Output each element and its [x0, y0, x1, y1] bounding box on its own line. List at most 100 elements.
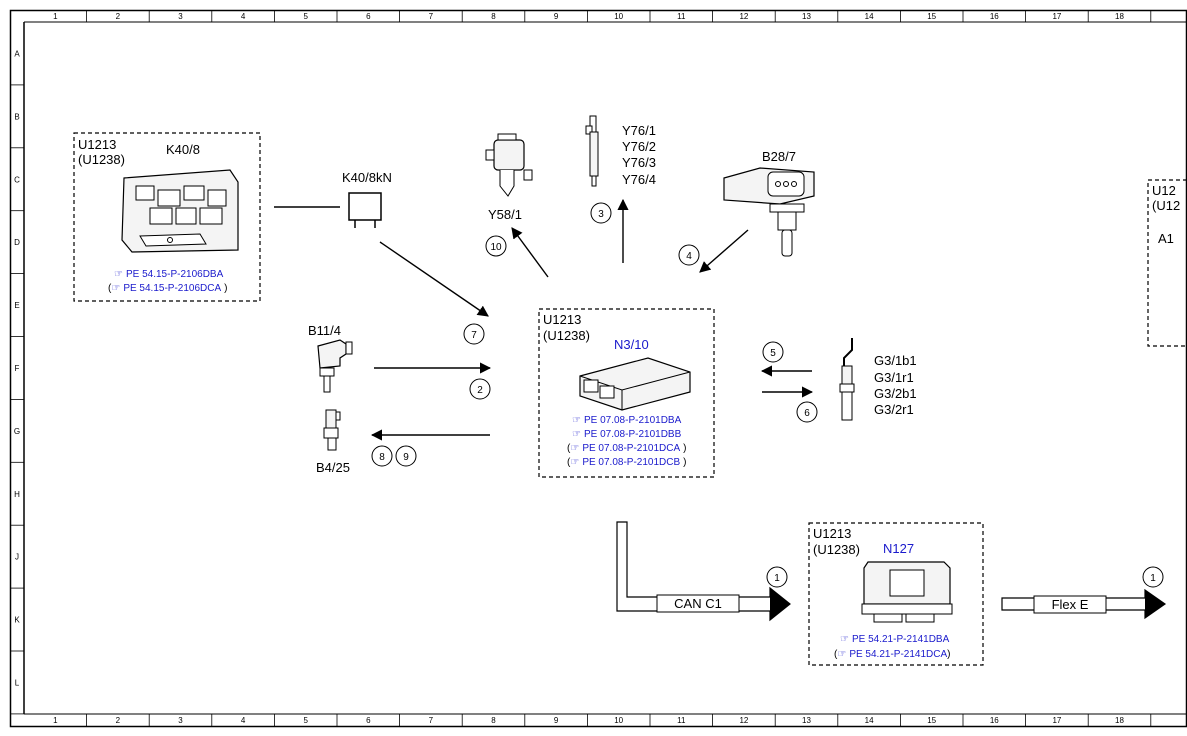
grid-column-15: 15: [927, 12, 936, 21]
signal-numbers: 1 2 3 4 5 6 7 8 9 10 1: [371, 202, 1164, 588]
grid-column-17: 17: [1052, 12, 1061, 21]
grid-row-E: E: [14, 301, 19, 310]
grid-column-17: 17: [1052, 716, 1061, 725]
fuel-pressure-sensor-icon: [323, 409, 341, 451]
grid-column-16: 16: [990, 12, 999, 21]
grid-column-8: 8: [491, 716, 496, 725]
right-partial-dashed-box: [1147, 179, 1187, 347]
svg-text:4: 4: [686, 251, 692, 262]
signal-2: 2: [469, 378, 491, 400]
flex-e-label: Flex E: [1052, 597, 1089, 612]
svg-text:6: 6: [804, 408, 810, 419]
svg-text:9: 9: [403, 452, 409, 463]
g3-1b1-label: G3/1b1: [874, 353, 917, 368]
right-partial-group: U12 (U12 A1: [1147, 179, 1187, 347]
grid-column-2: 2: [116, 12, 121, 21]
n127-ref-1[interactable]: ☞PE 54.21-P-2141DBA: [840, 634, 950, 645]
signal-3: 3: [590, 202, 612, 224]
grid-column-14: 14: [865, 716, 874, 725]
grid-column-8: 8: [491, 12, 496, 21]
manual-hand-icon: ☞: [837, 649, 846, 660]
g3-2r1-label: G3/2r1: [874, 402, 914, 417]
grid-column-4: 4: [241, 12, 246, 21]
arrow-ecu-to-y58: [511, 227, 549, 278]
grid-row-K: K: [14, 616, 20, 625]
signal-1a: 1: [766, 566, 788, 588]
grid-row-F: F: [15, 364, 20, 373]
svg-text:3: 3: [598, 209, 604, 220]
grid-column-15: 15: [927, 716, 936, 725]
grid-column-7: 7: [429, 716, 434, 725]
b28-7-group: B28/7: [723, 149, 815, 257]
manual-hand-icon: ☞: [570, 457, 579, 468]
grid-column-18: 18: [1115, 12, 1124, 21]
grid-row-D: D: [14, 238, 20, 247]
n3-10-u1213: U1213: [543, 312, 581, 327]
grid-column-4: 4: [241, 716, 246, 725]
right-partial-a1: A1: [1158, 231, 1174, 246]
grid-column-9: 9: [554, 716, 559, 725]
n127-u1213: U1213: [813, 526, 851, 541]
svg-text:2: 2: [477, 385, 483, 396]
y76-4-label: Y76/4: [622, 172, 656, 187]
grid-row-J: J: [15, 553, 19, 562]
grid-row-C: C: [14, 175, 20, 184]
manual-hand-icon: ☞: [572, 415, 581, 426]
svg-text:10: 10: [490, 242, 502, 253]
grid-column-10: 10: [614, 12, 623, 21]
coolant-temp-sensor-icon: [317, 339, 353, 393]
k40-8kn-label: K40/8kN: [342, 170, 392, 185]
k40-8-ref-1[interactable]: ☞PE 54.15-P-2106DBA: [114, 269, 224, 280]
y76-2-label: Y76/2: [622, 139, 656, 154]
grid-row-B: B: [14, 112, 19, 121]
k40-8-dashed-box: [73, 132, 261, 302]
svg-text:1: 1: [774, 573, 780, 584]
k40-8-ref-2[interactable]: (☞PE 54.15-P-2106DCA): [108, 283, 228, 294]
n3-10-ref-4[interactable]: (☞PE 07.08-P-2101DCB): [567, 457, 687, 468]
y58-1-label: Y58/1: [488, 207, 522, 222]
grid-column-6: 6: [366, 716, 371, 725]
grid-column-13: 13: [802, 716, 811, 725]
signal-7: 7: [463, 323, 485, 345]
n3-10-ref-1[interactable]: ☞PE 07.08-P-2101DBA: [572, 415, 682, 426]
right-partial-u12: U12: [1152, 183, 1176, 198]
grid-column-3: 3: [178, 12, 183, 21]
b11-4-group: B11/4: [308, 323, 353, 393]
signal-arrows: [370, 198, 814, 441]
b4-25-group: B4/25: [316, 409, 350, 475]
n3-10-ref-2[interactable]: ☞PE 07.08-P-2101DBB: [572, 429, 682, 440]
grid-column-14: 14: [865, 12, 874, 21]
n127-dashed-box: [808, 522, 984, 666]
arrow-b28-to-ecu: [699, 229, 749, 273]
svg-text:8: 8: [379, 452, 385, 463]
manual-hand-icon: ☞: [114, 269, 123, 280]
can-c1-label: CAN C1: [674, 596, 722, 611]
g3-group: G3/1b1 G3/1r1 G3/2b1 G3/2r1: [839, 338, 917, 421]
y58-1-group: Y58/1: [485, 133, 533, 222]
grid-row-H: H: [14, 490, 20, 499]
purge-valve-icon: [485, 133, 533, 197]
manual-hand-icon: ☞: [570, 443, 579, 454]
flex-e-bus: Flex E: [1001, 588, 1167, 620]
grid-column-1: 1: [53, 716, 58, 725]
n3-10-ref-3[interactable]: (☞PE 07.08-P-2101DCA): [567, 443, 687, 454]
n127-ref-2[interactable]: (☞PE 54.21-P-2141DCA): [834, 649, 951, 660]
grid-column-3: 3: [178, 716, 183, 725]
k40-8-u1213: U1213: [78, 137, 116, 152]
y76-group: Y76/1 Y76/2 Y76/3 Y76/4: [585, 115, 656, 187]
grid-column-5: 5: [303, 12, 308, 21]
arrow-k40-to-ecu: [379, 241, 489, 317]
manual-hand-icon: ☞: [572, 429, 581, 440]
grid-column-12: 12: [739, 12, 748, 21]
g3-2b1-label: G3/2b1: [874, 386, 917, 401]
right-partial-u12b: (U12: [1152, 198, 1180, 213]
n3-10-dashed-box: [538, 308, 715, 478]
grid-column-18: 18: [1115, 716, 1124, 725]
oxygen-sensor-icon: [839, 338, 855, 421]
pressure-sensor-icon: [723, 167, 815, 257]
grid-column-11: 11: [677, 716, 686, 725]
